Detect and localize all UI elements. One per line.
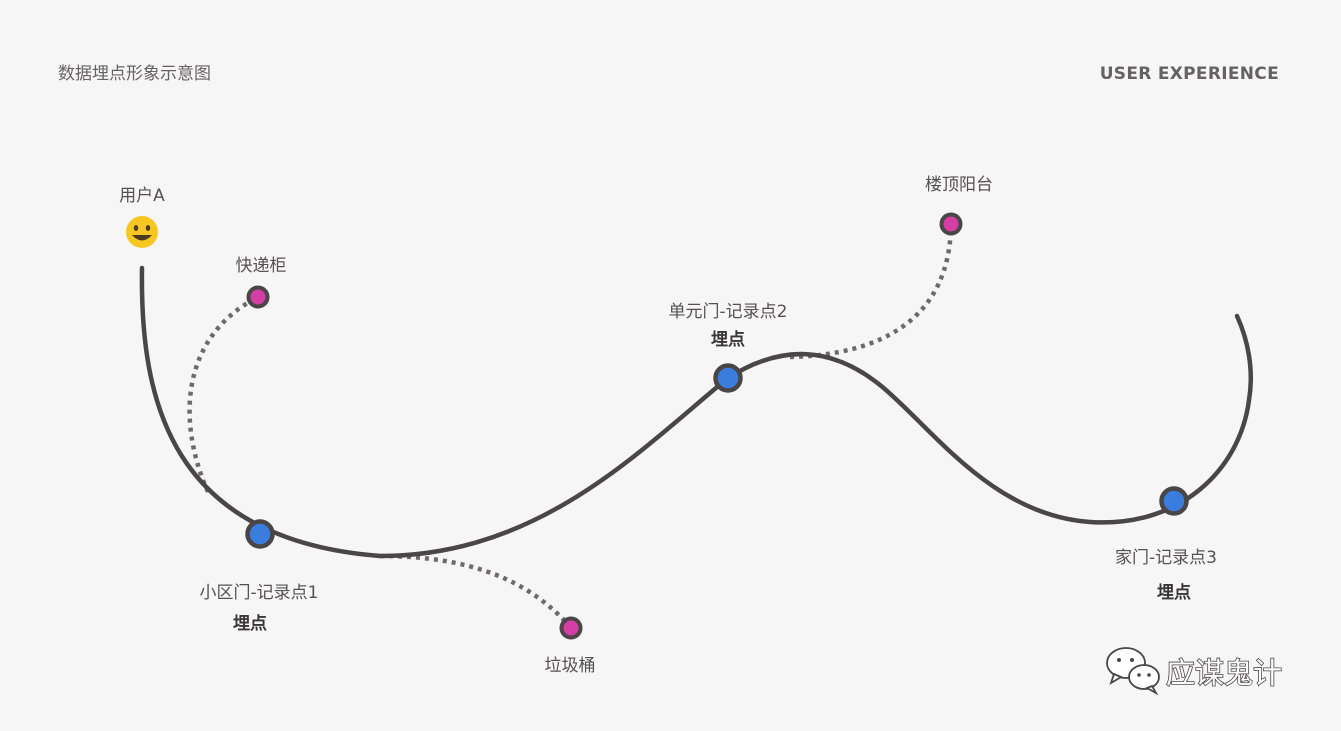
side-marker-express-locker: [246, 285, 270, 309]
record-marker-home-door: [1159, 486, 1189, 516]
record-point-tag-1: 埋点: [233, 613, 267, 634]
side-place-label-trash-bin: 垃圾桶: [545, 656, 596, 676]
branch-path-rooftop: [789, 223, 954, 360]
side-place-label-rooftop: 楼顶阳台: [925, 175, 993, 195]
wechat-icon: [1106, 647, 1160, 696]
branch-path-trash-bin: [379, 553, 573, 630]
record-point-label-3: 家门-记录点3: [1115, 548, 1217, 568]
smiley-face-icon: [126, 216, 158, 248]
side-marker-rooftop: [939, 212, 963, 236]
header-tag: USER EXPERIENCE: [1100, 64, 1279, 84]
branch-path-express-locker: [187, 295, 260, 493]
user-label: 用户A: [119, 186, 165, 206]
record-marker-unit-door: [713, 363, 743, 393]
side-place-label-express-locker: 快递柜: [236, 256, 287, 276]
record-point-tag-3: 埋点: [1157, 582, 1191, 603]
record-point-label-1: 小区门-记录点1: [200, 583, 319, 603]
watermark-text: 应谋鬼计: [1166, 656, 1282, 690]
side-marker-trash-bin: [559, 616, 583, 640]
record-marker-community-gate: [245, 519, 275, 549]
diagram-title: 数据埋点形象示意图: [58, 64, 211, 84]
record-point-label-2: 单元门-记录点2: [669, 302, 788, 322]
record-point-tag-2: 埋点: [711, 329, 745, 350]
